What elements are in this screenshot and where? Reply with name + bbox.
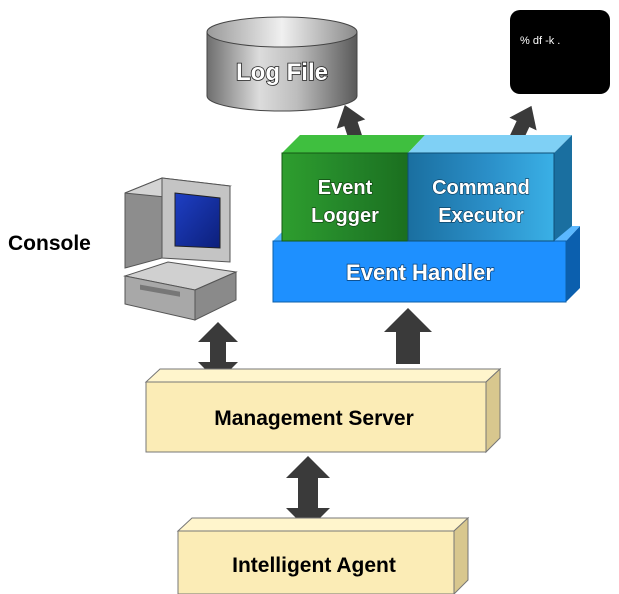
intelligent-agent-label: Intelligent Agent	[232, 554, 396, 577]
management-server-box: Management Server	[144, 367, 502, 454]
arrow-console-management-server	[198, 322, 238, 382]
event-handler-label: Event Handler	[346, 260, 494, 285]
event-logger-line1: Event	[318, 177, 373, 199]
management-server-label: Management Server	[214, 407, 414, 430]
arrow-server-agent	[286, 456, 330, 530]
event-logger-box: Event Logger	[281, 135, 425, 242]
log-file-cylinder: Log File	[206, 16, 358, 112]
command-executor-line1: Command	[432, 177, 530, 199]
command-executor-box: Command Executor	[407, 135, 572, 242]
log-file-label: Log File	[236, 59, 328, 86]
console-computer-icon	[123, 177, 238, 321]
command-executor-line2: Executor	[438, 205, 524, 227]
arrow-server-to-event-handler	[384, 308, 432, 364]
console-label: Console	[8, 232, 91, 255]
event-logger-line2: Logger	[311, 205, 379, 227]
terminal-command: % df -k .	[520, 35, 560, 47]
terminal-window: % df -k .	[510, 10, 610, 94]
intelligent-agent-box: Intelligent Agent	[176, 516, 470, 594]
